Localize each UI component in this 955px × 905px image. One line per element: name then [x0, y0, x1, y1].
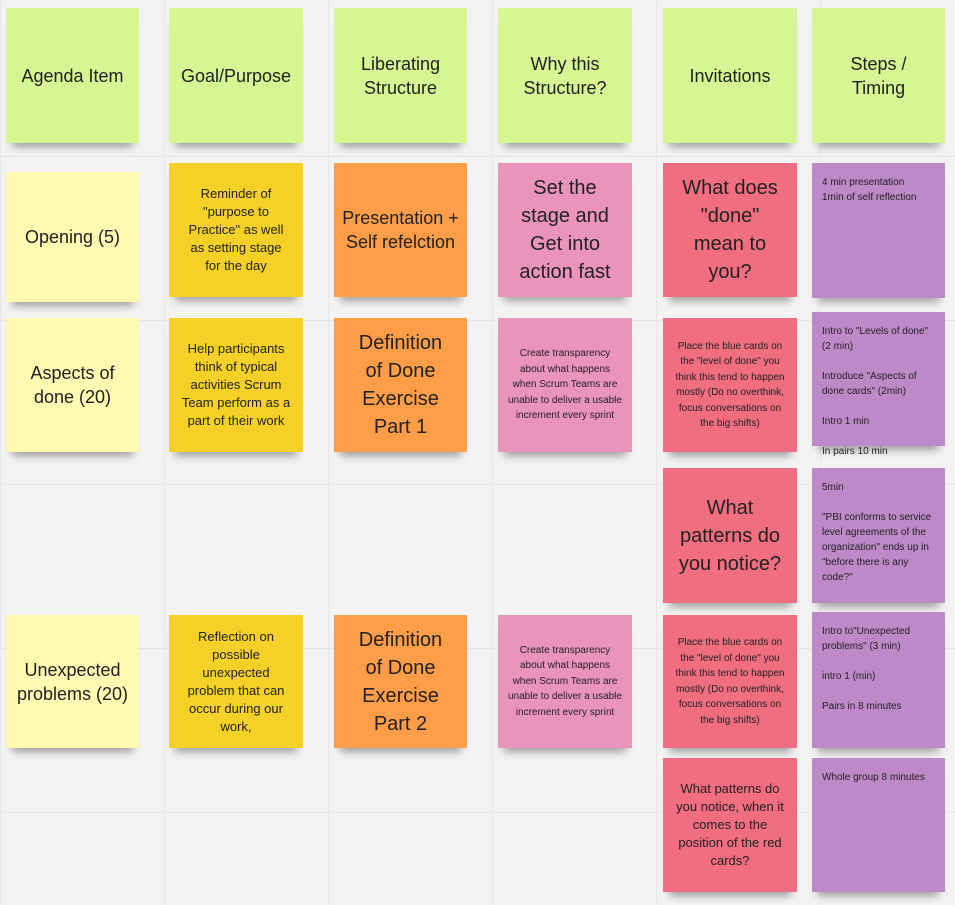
steps-patterns[interactable]: 5min "PBI conforms to service level agre… — [812, 468, 945, 603]
note-text: Opening (5) — [24, 227, 121, 247]
goal-unexpected-problems[interactable]: Reflection on possible unexpected proble… — [169, 615, 303, 748]
note-text: What patterns do you notice? — [678, 496, 782, 575]
note-text: What patterns do you notice, when it com… — [676, 781, 784, 868]
structure-aspects-of-done[interactable]: Definition of Done Exercise Part 1 — [334, 318, 467, 452]
goal-opening[interactable]: Reminder of "purpose to Practice" as wel… — [169, 163, 303, 297]
agenda-opening[interactable]: Opening (5) — [6, 172, 139, 302]
invitation-opening[interactable]: What does "done" mean to you? — [663, 163, 797, 297]
header-goal-purpose[interactable]: Goal/Purpose — [169, 8, 303, 143]
header-invitations[interactable]: Invitations — [663, 8, 797, 143]
invitation-aspects-of-done[interactable]: Place the blue cards on the "level of do… — [663, 318, 797, 452]
note-text: Place the blue cards on the "level of do… — [675, 340, 785, 430]
note-text: Whole group 8 minutes — [822, 772, 925, 783]
header-agenda-item[interactable]: Agenda Item — [6, 8, 139, 143]
steps-unexpected-problems[interactable]: Intro to"Unexpected problems" (3 min) in… — [812, 612, 945, 748]
note-text: Unexpected problems (20) — [16, 659, 129, 704]
note-text: Help participants think of typical activ… — [181, 341, 291, 428]
note-text: Definition of Done Exercise Part 1 — [358, 332, 443, 438]
why-unexpected-problems[interactable]: Create transparency about what happens w… — [498, 615, 632, 748]
invitation-patterns[interactable]: What patterns do you notice? — [663, 468, 797, 603]
invitation-unexpected-problems[interactable]: Place the blue cards on the "level of do… — [663, 615, 797, 748]
goal-aspects-of-done[interactable]: Help participants think of typical activ… — [169, 318, 303, 452]
steps-aspects-of-done[interactable]: Intro to "Levels of done" (2 min) Introd… — [812, 312, 945, 457]
note-text: Why this Structure? — [523, 53, 607, 98]
invitation-red-cards-patterns[interactable]: What patterns do you notice, when it com… — [663, 758, 797, 892]
note-text: Steps / Timing — [850, 53, 907, 98]
steps-opening[interactable]: 4 min presentation 1min of self reflecti… — [812, 163, 945, 298]
note-text: 4 min presentation 1min of self reflecti… — [822, 177, 917, 203]
why-aspects-of-done[interactable]: Create transparency about what happens w… — [498, 318, 632, 452]
note-text: Create transparency about what happens w… — [508, 348, 622, 422]
note-text: Set the stage and Get into action fast — [519, 177, 611, 283]
note-text: What does "done" mean to you? — [682, 177, 778, 283]
note-text: Reflection on possible unexpected proble… — [187, 628, 285, 734]
note-text: Invitations — [689, 65, 771, 86]
header-steps-timing[interactable]: Steps / Timing — [812, 8, 945, 143]
note-text: Definition of Done Exercise Part 2 — [358, 628, 443, 735]
note-text: Liberating Structure — [360, 53, 441, 98]
structure-opening[interactable]: Presentation + Self refelction — [334, 163, 467, 297]
note-text: Goal/Purpose — [180, 65, 292, 86]
note-text: Intro to"Unexpected problems" (3 min) in… — [822, 626, 911, 712]
agenda-aspects-of-done[interactable]: Aspects of done (20) — [6, 318, 139, 452]
why-opening[interactable]: Set the stage and Get into action fast — [498, 163, 632, 297]
note-text: Aspects of done (20) — [30, 363, 115, 407]
structure-unexpected-problems[interactable]: Definition of Done Exercise Part 2 — [334, 615, 467, 748]
note-text: Presentation + Self refelction — [342, 208, 459, 252]
note-text: Place the blue cards on the "level of do… — [675, 637, 785, 726]
note-text: Intro to "Levels of done" (2 min) Introd… — [822, 326, 929, 457]
note-text: Create transparency about what happens w… — [508, 644, 622, 718]
note-text: Reminder of "purpose to Practice" as wel… — [188, 186, 284, 273]
agenda-unexpected-problems[interactable]: Unexpected problems (20) — [6, 615, 139, 748]
steps-whole-group[interactable]: Whole group 8 minutes — [812, 758, 945, 892]
header-why-structure[interactable]: Why this Structure? — [498, 8, 632, 143]
header-liberating-structure[interactable]: Liberating Structure — [334, 8, 467, 143]
note-text: 5min "PBI conforms to service level agre… — [822, 482, 932, 583]
note-text: Agenda Item — [21, 65, 124, 86]
